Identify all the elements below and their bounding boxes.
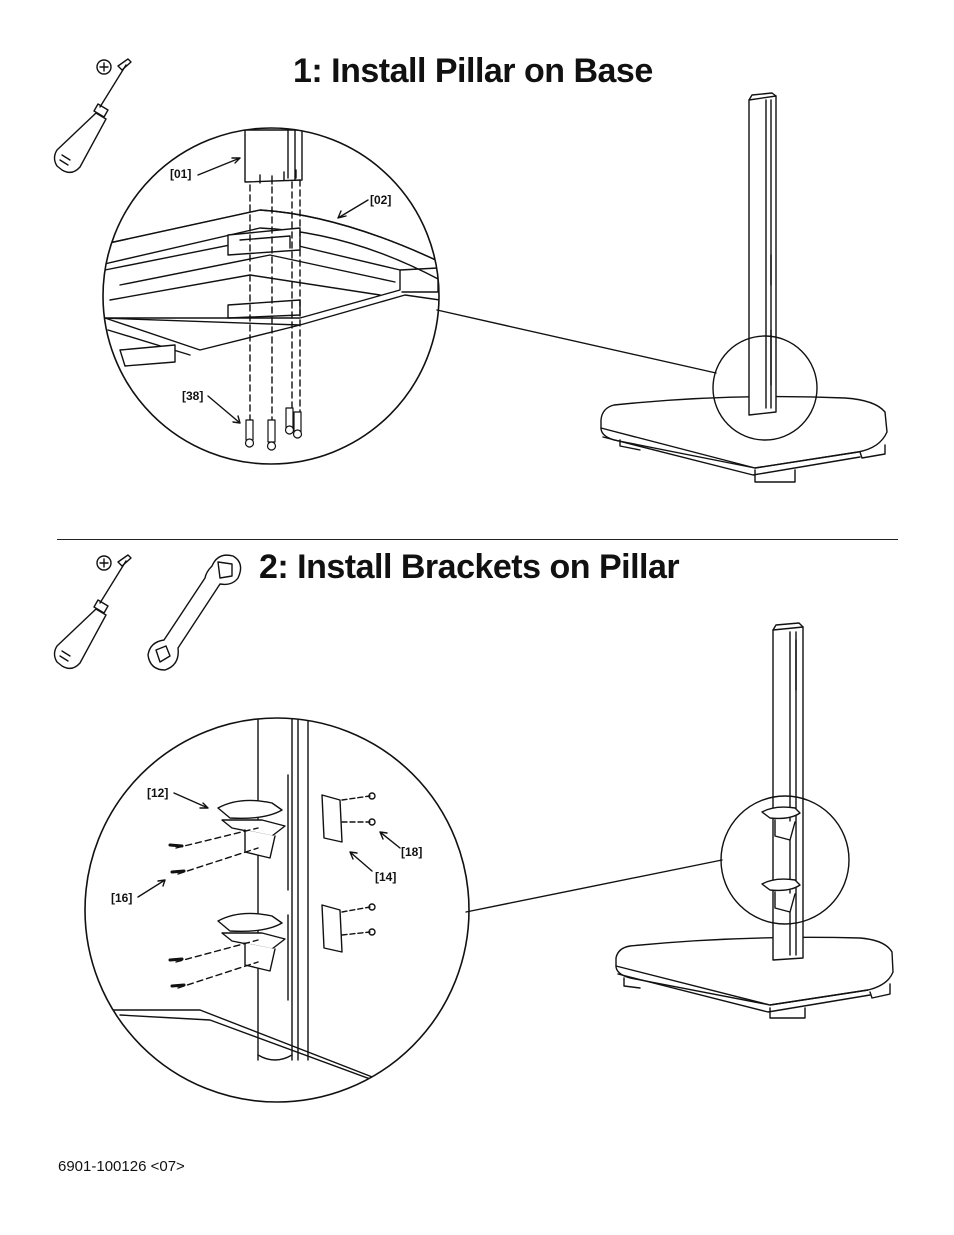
step-1-title: 1: Install Pillar on Base xyxy=(293,52,653,90)
callout-02: [02] xyxy=(370,193,391,207)
callout-16: [16] xyxy=(111,891,132,905)
document-code: 6901-100126 <07> xyxy=(58,1158,185,1175)
stand-step2 xyxy=(615,622,894,1019)
callout-12: [12] xyxy=(147,786,168,800)
callout-38: [38] xyxy=(182,389,203,403)
callout-14: [14] xyxy=(375,870,396,884)
zoom-leader-line xyxy=(436,309,717,374)
callout-18: [18] xyxy=(401,845,422,859)
section-divider xyxy=(57,539,898,540)
pillar-base-detail-view: [01] [02] [38] xyxy=(102,127,440,465)
step-2-title: 2: Install Brackets on Pillar xyxy=(259,548,680,586)
bracket-detail-view: [12] [16] [18] [14] xyxy=(84,717,470,1103)
screwdriver-icon xyxy=(53,58,132,174)
callout-01: [01] xyxy=(170,167,191,181)
stand-step1 xyxy=(600,92,888,483)
screwdriver-icon xyxy=(53,554,132,670)
wrench-icon xyxy=(147,554,242,671)
zoom-leader-line xyxy=(465,859,723,913)
